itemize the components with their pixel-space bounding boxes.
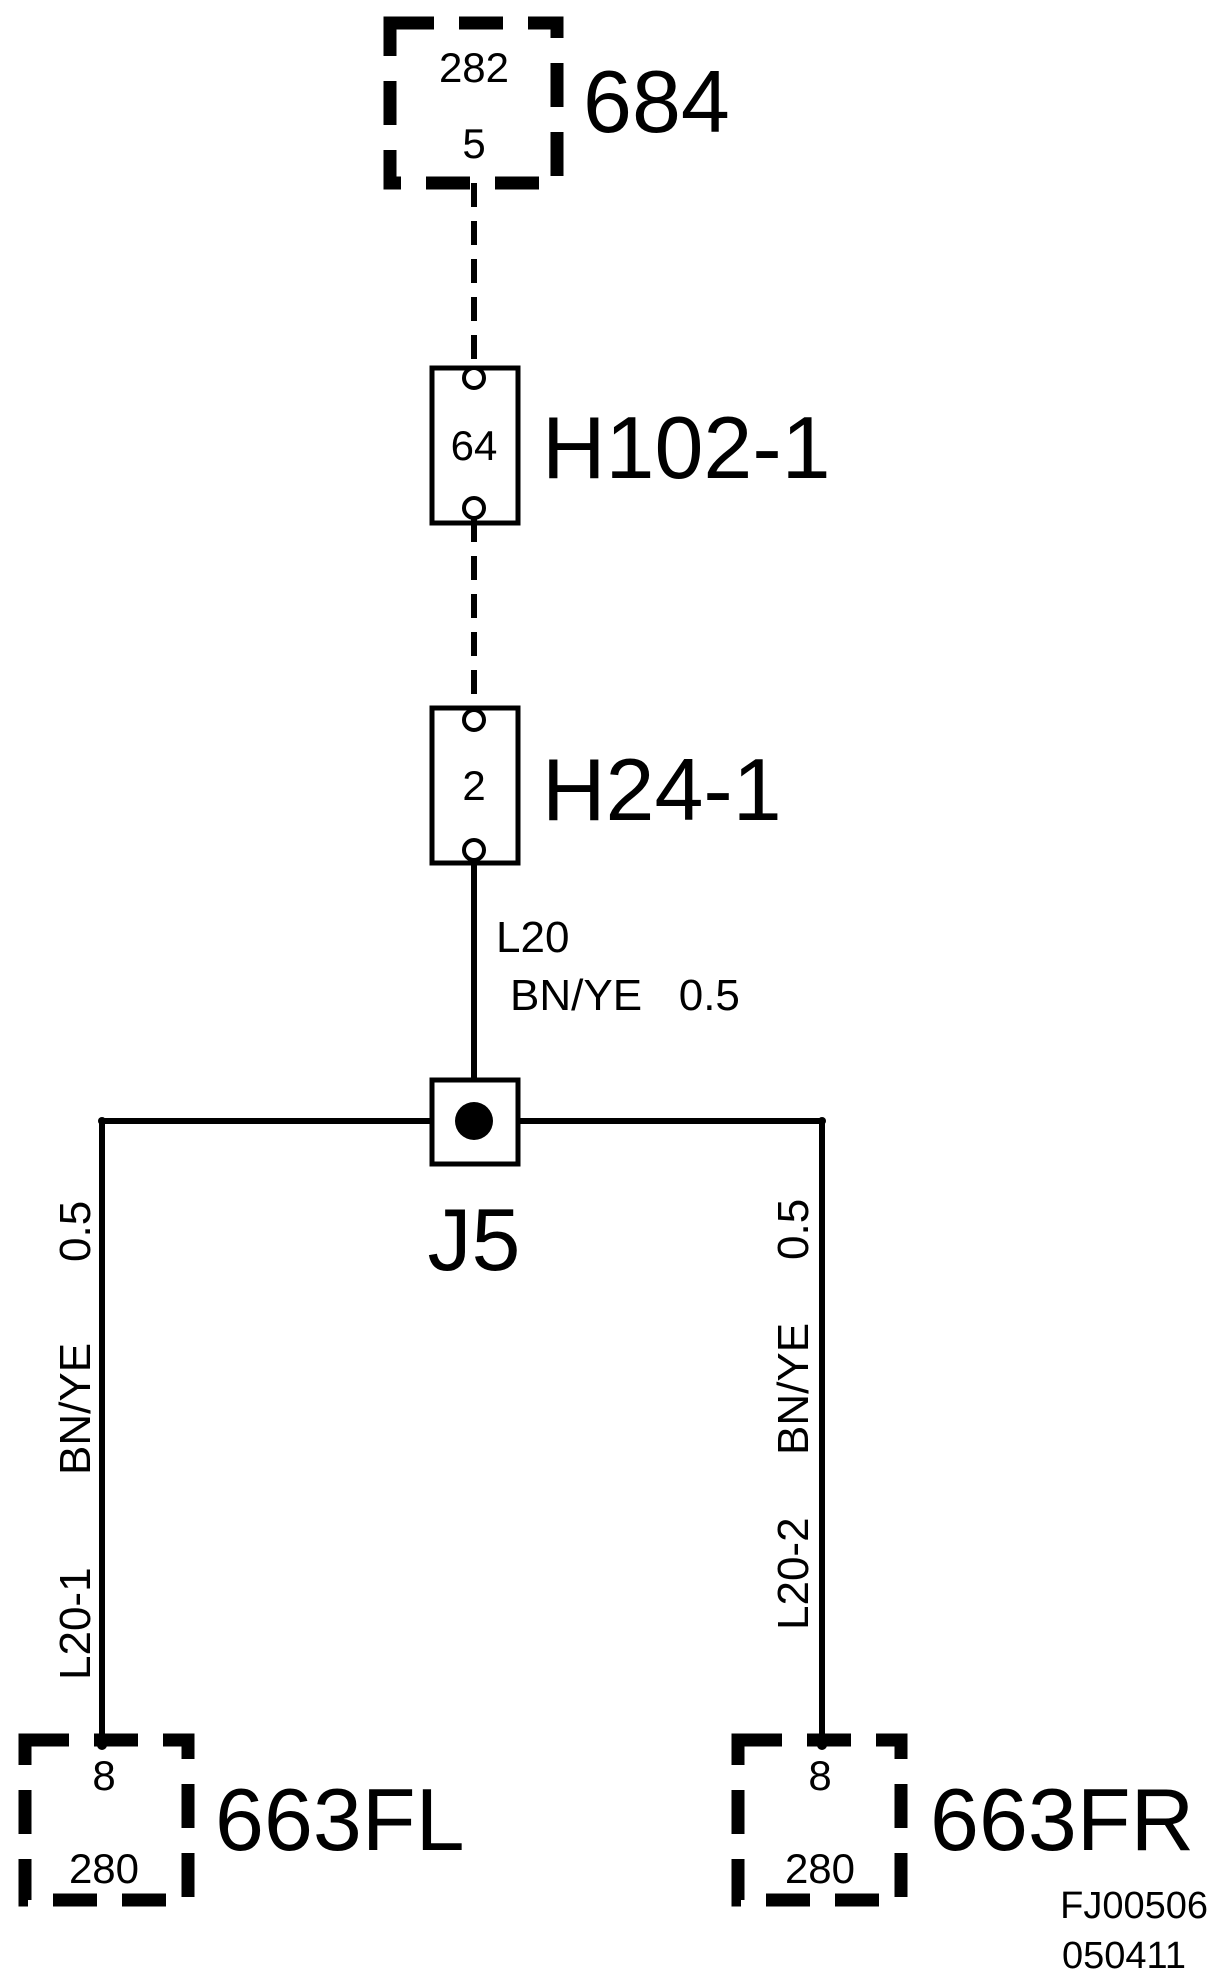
connector-h24-1-label: H24-1 [542,740,782,839]
connector-663fr-pin: 8 [808,1752,831,1799]
wire-l20-2-id: L20-2 [769,1517,818,1630]
wire-l20-id: L20 [496,913,569,962]
connector-h102-1-pin-top [462,366,486,390]
connector-h102-1: 64 H102-1 [429,365,831,526]
connector-684-pin: 5 [462,120,485,167]
wire-l20-2-size: 0.5 [769,1199,818,1260]
connector-663fl-label: 663FL [215,1770,465,1869]
connector-684-box [383,16,564,190]
wire-l20-1-id: L20-1 [51,1567,100,1680]
wire-l20-1-color: BN/YE [51,1343,100,1475]
connector-h102-1-pin-bottom [462,496,486,520]
connector-684: 282 5 684 [383,16,730,190]
connector-684-code: 282 [439,44,509,91]
connector-663fr-code: 280 [785,1845,855,1892]
connector-h24-1: 2 H24-1 [429,705,782,866]
wire-l20-spec: BN/YE 0.5 [510,971,740,1020]
connector-h102-1-label: H102-1 [542,398,831,497]
connector-h24-1-pin-bottom [462,838,486,862]
splice-j5-dot [455,1102,493,1140]
date-code: 050411 [1062,1935,1186,1977]
connector-684-label: 684 [583,52,730,151]
connector-663fl-code: 280 [69,1845,139,1892]
connector-h24-1-box [429,705,521,866]
connector-663fl-pin: 8 [92,1752,115,1799]
connector-663fl: 8 280 663FL [18,1733,465,1907]
connector-h24-1-pin: 2 [462,762,485,809]
wire-l20-1-size: 0.5 [51,1201,100,1262]
wire-l20-2-color: BN/YE [769,1323,818,1455]
splice-j5: J5 [428,1077,521,1289]
splice-j5-label: J5 [428,1190,521,1289]
connector-h24-1-pin-top [462,708,486,732]
connector-h102-1-pin: 64 [451,422,498,469]
connector-663fr: 8 280 663FR [731,1733,1194,1907]
connector-663fr-label: 663FR [930,1770,1194,1869]
connector-663fl-box [18,1733,195,1907]
connector-663fr-box [731,1733,908,1907]
figure-id: FJ00506 [1060,1885,1208,1927]
